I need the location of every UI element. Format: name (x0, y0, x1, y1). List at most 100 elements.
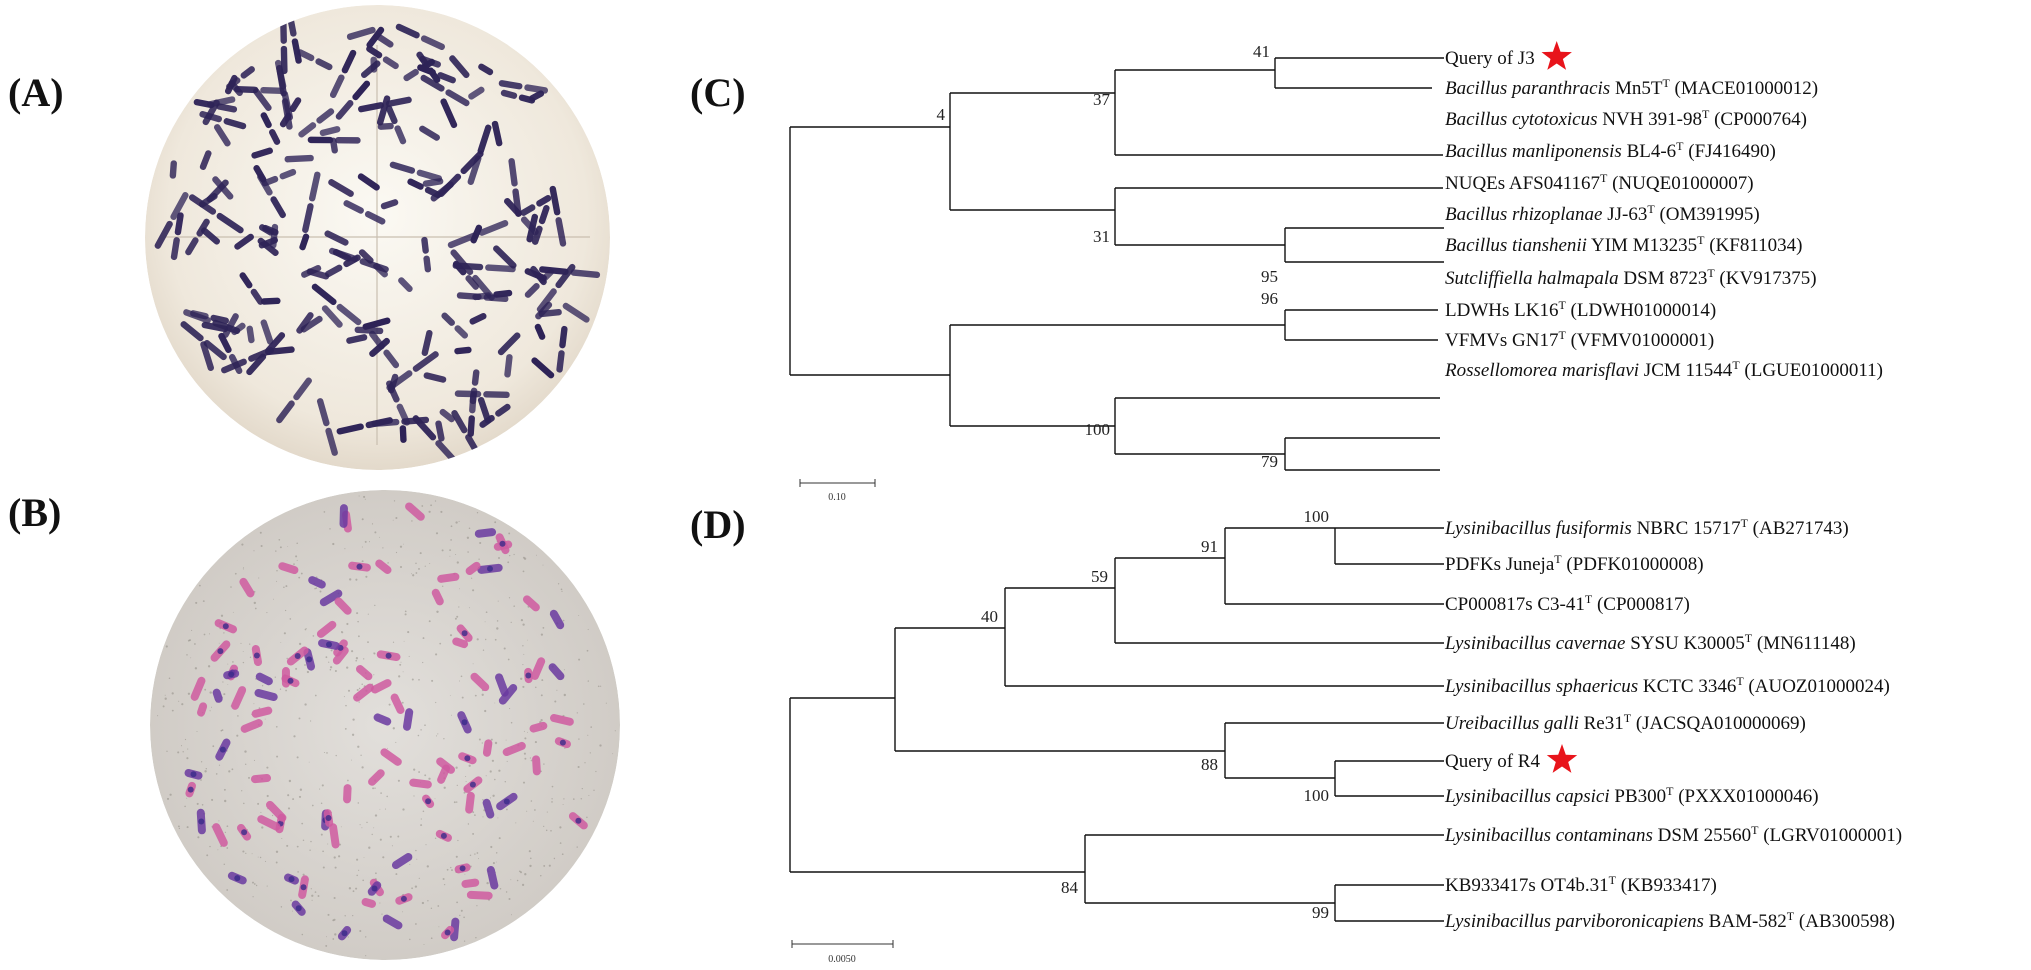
micrograph-a-gram-positive-rods (145, 5, 610, 470)
taxon-accession: (MN611148) (1752, 633, 1856, 654)
bootstrap-d-3: 59 (1091, 567, 1108, 586)
taxon-label: Sutcliffiella halmapala DSM 8723T (KV917… (1445, 266, 1817, 289)
taxon-strain: KCTC 3346 (1638, 676, 1736, 697)
taxon-accession: (AB300598) (1794, 911, 1895, 932)
taxon-label: Lysinibacillus cavernae SYSU K30005T (MN… (1444, 631, 1856, 654)
taxon-strain: DSM 8723 (1619, 268, 1708, 289)
type-strain-mark: T (1697, 233, 1705, 247)
type-strain-mark: T (1702, 107, 1710, 121)
taxon-label: VFMVs GN17T (VFMV01000001) (1445, 328, 1714, 351)
taxon-label: KB933417s OT4b.31T (KB933417) (1445, 873, 1717, 896)
taxon-genus-species: Lysinibacillus fusiformis (1444, 518, 1632, 539)
scale-bar-d: 0.0050 (791, 940, 894, 965)
panel-label-c: (C) (690, 70, 746, 115)
bootstrap-d-1: 100 (1304, 508, 1330, 526)
tree-c-branches (789, 57, 1444, 471)
type-strain-mark: T (1559, 328, 1567, 342)
phylogenetic-tree-d: 100 91 59 40 88 100 84 99 0.0050 Lysinib… (789, 508, 1902, 965)
type-strain-mark: T (1732, 358, 1740, 372)
taxon-strain: CP000817s C3-41 (1445, 594, 1585, 615)
scale-label-c: 0.10 (828, 492, 846, 503)
query-star-icon (1541, 41, 1572, 70)
type-strain-mark: T (1745, 631, 1753, 645)
type-strain-mark: T (1736, 674, 1744, 688)
bootstrap-d-7: 84 (1061, 878, 1079, 897)
taxon-label: Query of R4 (1445, 751, 1540, 772)
taxon-label: Lysinibacillus sphaericus KCTC 3346T (AU… (1444, 674, 1890, 697)
taxon-genus-species: Lysinibacillus sphaericus (1444, 676, 1638, 697)
phylogenetic-tree-c: 41 37 4 31 95 96 100 79 0.10 Query of J3… (789, 41, 1883, 503)
bootstrap-c-5: 95 (1261, 267, 1278, 286)
taxon-accession: (LDWH01000014) (1566, 300, 1716, 321)
taxon-label: Ureibacillus galli Re31T (JACSQA01000006… (1445, 711, 1806, 734)
type-strain-mark: T (1554, 552, 1562, 566)
taxon-strain: VFMVs GN17 (1445, 330, 1559, 351)
taxon-genus-species: Lysinibacillus parviboronicapiens (1444, 911, 1704, 932)
type-strain-mark: T (1676, 139, 1684, 153)
taxon-strain: Mn5T (1610, 78, 1663, 99)
taxon-accession: (KV917375) (1715, 268, 1817, 289)
taxon-accession: (CP000764) (1709, 109, 1807, 130)
scale-bar-c: 0.10 (799, 479, 876, 503)
taxon-strain: SYSU K30005 (1625, 633, 1744, 654)
type-strain-mark: T (1741, 516, 1749, 530)
taxon-accession: (AUOZ01000024) (1744, 676, 1890, 697)
taxon-label: Lysinibacillus capsici PB300T (PXXX01000… (1444, 784, 1819, 807)
taxon-strain: NBRC 15717 (1632, 518, 1741, 539)
bootstrap-c-6: 96 (1261, 289, 1278, 308)
panel-label-d: (D) (690, 502, 746, 547)
taxon-accession: (LGRV01000001) (1758, 825, 1902, 846)
taxon-label: Lysinibacillus contaminans DSM 25560T (L… (1444, 823, 1902, 846)
scale-label-d: 0.0050 (828, 954, 856, 965)
taxon-accession: (KF811034) (1704, 235, 1802, 256)
type-strain-mark: T (1666, 784, 1674, 798)
taxon-strain: NUQEs AFS041167 (1445, 173, 1600, 194)
taxon-label: LDWHs LK16T (LDWH01000014) (1445, 298, 1716, 321)
taxon-label: Lysinibacillus fusiformis NBRC 15717T (A… (1444, 516, 1849, 539)
taxon-accession: (PDFK01000008) (1562, 554, 1704, 575)
taxon-strain: BAM-582 (1704, 911, 1787, 932)
type-strain-mark: T (1787, 909, 1795, 923)
taxon-label: PDFKs JunejaT (PDFK01000008) (1445, 552, 1704, 575)
bootstrap-d-4: 40 (981, 607, 998, 626)
taxon-accession: (VFMV01000001) (1566, 330, 1714, 351)
panel-label-b: (B) (8, 490, 62, 535)
taxon-genus-species: Bacillus cytotoxicus (1445, 109, 1597, 130)
query-star-icon (1546, 744, 1578, 773)
bootstrap-d-8: 99 (1312, 903, 1329, 922)
type-strain-mark: T (1707, 266, 1715, 280)
taxon-genus-species: Bacillus rhizoplanae (1445, 204, 1602, 225)
taxon-genus-species: Lysinibacillus capsici (1444, 786, 1610, 807)
taxon-label: NUQEs AFS041167T (NUQE01000007) (1445, 171, 1754, 194)
taxon-genus-species: Sutcliffiella halmapala (1445, 268, 1619, 289)
taxon-genus-species: Lysinibacillus cavernae (1444, 633, 1625, 654)
taxon-label: Bacillus tianshenii YIM M13235T (KF81103… (1445, 233, 1802, 256)
panel-label-a: (A) (8, 70, 64, 115)
taxon-genus-species: Rossellomorea marisflavi (1444, 360, 1639, 381)
taxon-label: Bacillus cytotoxicus NVH 391-98T (CP0007… (1445, 107, 1807, 130)
bootstrap-d-5: 88 (1201, 755, 1218, 774)
micrograph-b-gram-stain-rods (150, 490, 620, 960)
taxon-label: Rossellomorea marisflavi JCM 11544T (LGU… (1444, 358, 1883, 381)
taxon-strain: NVH 391-98 (1597, 109, 1702, 130)
taxon-genus-species: Lysinibacillus contaminans (1444, 825, 1653, 846)
taxon-label: Bacillus manliponensis BL4-6T (FJ416490) (1445, 139, 1776, 162)
type-strain-mark: T (1609, 873, 1617, 887)
taxon-label: Query of J3 (1445, 48, 1535, 69)
taxon-strain: KB933417s OT4b.31 (1445, 875, 1609, 896)
taxon-strain: JJ-63 (1602, 204, 1647, 225)
taxon-genus-species: Ureibacillus galli (1445, 713, 1579, 734)
taxon-strain: YIM M13235 (1587, 235, 1697, 256)
type-strain-mark: T (1647, 202, 1655, 216)
type-strain-mark: T (1662, 76, 1670, 90)
taxon-genus-species: Bacillus manliponensis (1445, 141, 1622, 162)
type-strain-mark: T (1624, 711, 1632, 725)
taxon-strain: PB300 (1610, 786, 1667, 807)
bootstrap-c-7: 100 (1085, 420, 1111, 439)
bootstrap-d-6: 100 (1304, 786, 1330, 805)
taxon-strain: JCM 11544 (1639, 360, 1733, 381)
taxon-accession: (CP000817) (1592, 594, 1690, 615)
taxon-accession: (JACSQA010000069) (1631, 713, 1806, 734)
taxon-accession: (NUQE01000007) (1607, 173, 1753, 194)
taxon-accession: (PXXX01000046) (1673, 786, 1818, 807)
